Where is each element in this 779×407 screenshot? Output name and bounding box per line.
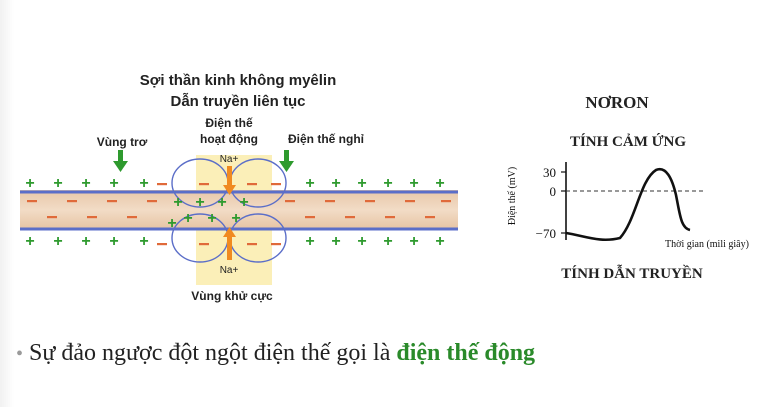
sodium-influx-arrow-top-icon [223,166,236,195]
inner-negative-charge [87,216,97,219]
outer-negative-charge [157,243,167,246]
inner-negative-charge [147,200,157,203]
outer-positive-charge: + [109,175,118,192]
conductivity-label: TÍNH DẪN TRUYỀN [561,264,703,282]
label-resting-potential: Điện thế nghỉ [288,132,365,146]
outer-positive-charge: + [435,175,444,192]
inner-negative-charge [365,200,375,203]
down-arrow-icon [113,150,128,172]
inner-negative-charge [27,200,37,203]
inner-negative-charge [107,200,117,203]
inner-negative-charge [441,200,451,203]
inner-positive-charge: + [183,210,192,227]
tick-minus-70: −70 [536,226,556,241]
outer-positive-charge: + [109,233,118,250]
outer-negative-charge [199,183,209,186]
axon-body [20,190,458,230]
inner-negative-charge [405,200,415,203]
label-refractory: Vùng trơ [97,135,148,149]
outer-positive-charge: + [383,175,392,192]
outer-positive-charge: + [435,233,444,250]
bullet-highlight: điện thế động [396,340,536,366]
fiber-title: Sợi thần kinh không myêlin [140,72,337,89]
nerve-conduction-figure: ++++++++++++++++++++++++++++++ Sợi thần … [20,72,749,303]
outer-positive-charge: + [25,233,34,250]
slide-edge-shade [0,0,14,407]
inner-positive-charge: + [173,194,182,211]
inner-negative-charge [425,216,435,219]
graph-y-label: Điện thế (mV) [507,167,518,225]
outer-positive-charge: + [383,233,392,250]
label-action-potential-1: Điện thế [205,116,253,130]
outer-positive-charge: + [25,175,34,192]
inner-positive-charge: + [207,210,216,227]
outer-negative-charge [247,183,257,186]
bullet-text: Sự đảo ngược đột ngột điện thế gọi là [29,340,397,366]
inner-negative-charge [325,200,335,203]
outer-positive-charge: + [409,175,418,192]
label-depolarized-zone: Vùng khử cực [191,289,273,303]
outer-negative-charge [199,243,209,246]
outer-positive-charge: + [305,233,314,250]
outer-positive-charge: + [409,233,418,250]
inner-negative-charge [385,216,395,219]
tick-0: 0 [550,184,557,199]
outer-positive-charge: + [81,175,90,192]
excitability-label: TÍNH CẢM ỨNG [570,133,686,150]
inner-positive-charge: + [217,194,226,211]
label-action-potential-2: hoạt động [200,132,258,146]
inner-negative-charge [67,200,77,203]
inner-positive-charge: + [239,194,248,211]
inner-negative-charge [285,200,295,203]
tick-30: 30 [543,165,556,180]
outer-negative-charge [271,243,281,246]
outer-positive-charge: + [331,175,340,192]
inner-positive-charge: + [167,215,176,232]
inner-negative-charge [47,216,57,219]
action-potential-graph: 30 0 −70 Điện thế (mV) Thời gian (mili g… [507,162,749,250]
fiber-subtitle: Dẫn truyền liên tục [170,93,305,110]
outer-positive-charge: + [53,233,62,250]
outer-positive-charge: + [331,233,340,250]
inner-negative-charge [345,216,355,219]
outer-positive-charge: + [53,175,62,192]
down-arrow-icon [279,150,294,172]
inner-positive-charge: + [231,210,240,227]
inner-positive-charge: + [195,194,204,211]
inner-negative-charge [127,216,137,219]
sodium-influx-arrow-bottom-icon [223,227,236,260]
ion-label-bottom: Na+ [220,265,239,276]
ion-label-top: Na+ [220,154,239,165]
outer-positive-charge: + [81,233,90,250]
bullet-statement: •Sự đảo ngược đột ngột điện thế gọi là đ… [16,340,756,367]
outer-positive-charge: + [139,175,148,192]
outer-negative-charge [271,183,281,186]
action-potential-curve [565,167,691,242]
charge-signs: ++++++++++++++++++++++++++++++ [25,175,451,250]
neuron-title: NƠRON [585,93,649,112]
outer-positive-charge: + [139,233,148,250]
inner-negative-charge [305,216,315,219]
outer-negative-charge [247,243,257,246]
bullet-icon: • [16,343,24,365]
outer-positive-charge: + [305,175,314,192]
graph-x-label: Thời gian (mili giây) [665,239,749,250]
outer-positive-charge: + [357,175,366,192]
outer-negative-charge [157,183,167,186]
outer-positive-charge: + [357,233,366,250]
